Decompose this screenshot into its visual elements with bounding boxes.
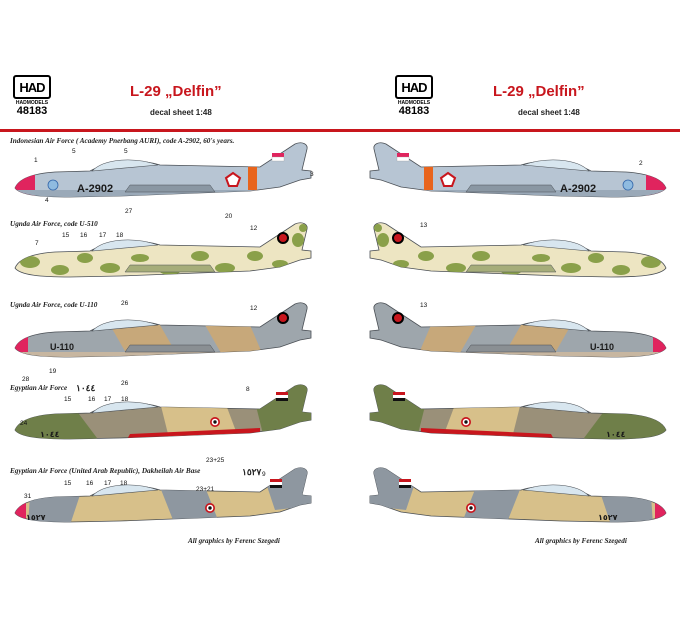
callout: 16 [80, 232, 88, 239]
egypt-serial: ١٠٤٤ [606, 430, 626, 439]
uganda-roundel [277, 232, 289, 244]
callout: 17 [99, 232, 107, 239]
profile-indonesia-right: A-2902 [369, 142, 667, 198]
callout: 19 [49, 368, 57, 375]
callout: 12 [250, 305, 258, 312]
code-marking: U-110 [50, 342, 74, 352]
credit-left: All graphics by Ferenc Szegedi [188, 537, 280, 545]
indonesian-roundel [224, 171, 242, 187]
callout: 16 [86, 480, 94, 487]
sheet-title-right: L-29 „Delfin” [493, 83, 585, 100]
callout: 8 [246, 386, 250, 393]
callout: 5 [72, 148, 76, 155]
sheet-subtitle-right: decal sheet 1:48 [518, 108, 580, 117]
callout: 20 [225, 213, 233, 220]
callout: 17 [104, 480, 112, 487]
code-marking: U-110 [590, 342, 614, 352]
logo-brand: HADMODELS [15, 100, 49, 106]
callout: 2 [639, 160, 643, 167]
callout: 16 [88, 396, 96, 403]
callout: 12 [250, 225, 258, 232]
callout: 26 [121, 380, 129, 387]
orange-band [248, 142, 257, 197]
header-divider [0, 129, 680, 132]
egypt-serial: ١٥٢٧ [26, 513, 46, 522]
callout: 4 [45, 197, 49, 204]
profile-egypt-uar-right: ١٥٢٧ [369, 467, 667, 523]
profile-egypt-uar-left: ١٥٢٧ [14, 467, 312, 523]
callout: 9 [262, 471, 266, 478]
wing-root [124, 184, 216, 193]
callout: 13 [420, 302, 428, 309]
callout: 31 [24, 493, 32, 500]
caption-uganda-110: Ugnda Air Force, code U-110 [10, 301, 98, 309]
caption-egypt-uar: Egyptian Air Force (United Arab Republic… [10, 467, 201, 475]
caption-egypt: Egyptian Air Force [10, 384, 68, 392]
code-marking: A-2902 [77, 183, 113, 195]
brand-logo-right: HAD HADMODELS 48183 [394, 75, 434, 117]
callout: 26 [121, 300, 129, 307]
callout: 17 [104, 396, 112, 403]
callout: 13 [420, 222, 428, 229]
callout: 24 [20, 420, 28, 427]
credit-right: All graphics by Ferenc Szegedi [535, 537, 627, 545]
callout: 18 [116, 232, 124, 239]
profile-uganda-110-left: U-110 [14, 302, 312, 358]
callout: 15 [62, 232, 70, 239]
profile-indonesia-left: A-2902 [14, 142, 312, 198]
product-number: 48183 [398, 105, 430, 117]
caption-uganda-510: Ugnda Air Force, code U-510 [10, 220, 98, 228]
logo-mark: HAD [13, 75, 51, 99]
callout: 23+21 [196, 486, 215, 493]
profile-uganda-110-right: U-110 [369, 302, 667, 358]
callout: 23+25 [206, 457, 225, 464]
callout: 7 [35, 240, 39, 247]
logo-mark: HAD [395, 75, 433, 99]
callout: 18 [121, 396, 129, 403]
callout: 3 [310, 171, 314, 178]
caption-indonesia: Indonesian Air Force ( Academy Pnerbang … [10, 137, 235, 145]
callout: 18 [120, 480, 128, 487]
egypt-serial: ١٥٢٧ [598, 513, 618, 522]
profile-egypt-right: ١٠٤٤ [369, 384, 667, 440]
red-nose [15, 142, 35, 197]
callout: 15 [64, 396, 72, 403]
profile-uganda-510-right [369, 222, 667, 278]
profile-egypt-left: ١٠٤٤ [14, 384, 312, 440]
academy-badge [47, 179, 59, 191]
sheet-subtitle: decal sheet 1:48 [150, 108, 212, 117]
brand-logo: HAD HADMODELS 48183 [12, 75, 52, 117]
egypt-serial: ١٠٤٤ [40, 430, 60, 439]
canopy [91, 159, 159, 172]
serial-label: ١٠٤٤ [76, 383, 96, 393]
code-marking: A-2902 [560, 183, 596, 195]
callout: 27 [125, 208, 133, 215]
profile-uganda-510-left [14, 222, 312, 278]
callout: 1 [34, 157, 38, 164]
product-number: 48183 [16, 105, 48, 117]
sheet-title: L-29 „Delfin” [130, 83, 222, 100]
serial-label: ١٥٢٧ [242, 467, 262, 477]
callout: 15 [64, 480, 72, 487]
callout: 28 [22, 376, 30, 383]
callout: 5 [124, 148, 128, 155]
logo-brand: HADMODELS [397, 100, 431, 106]
